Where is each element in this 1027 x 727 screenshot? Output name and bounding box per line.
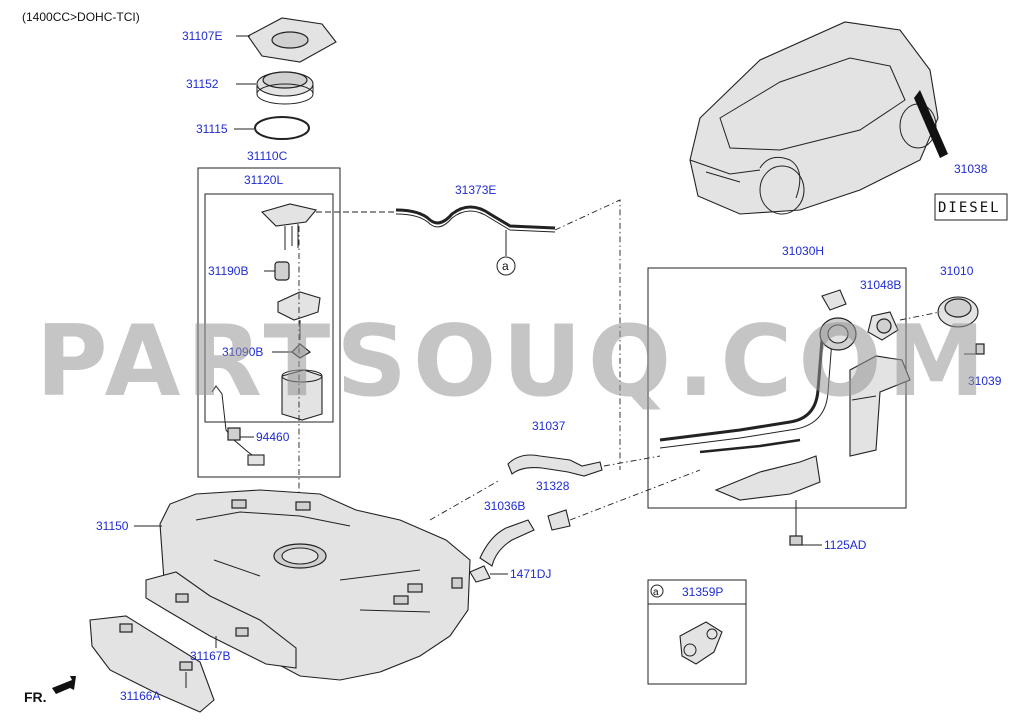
part-filler-plate-drawing (867, 311, 899, 341)
part-fuel-cap-drawing (937, 296, 979, 328)
inset-marker-a: a (653, 587, 659, 598)
label-31036b: 31036B (484, 499, 525, 513)
part-clip-drawing (679, 621, 723, 665)
label-31115: 31115 (196, 122, 228, 136)
pump-module-box (204, 193, 334, 423)
front-arrow-icon (52, 676, 76, 694)
part-vent-hose-drawing (395, 205, 556, 233)
label-31090b: 31090B (222, 345, 263, 359)
part-pump-reservoir-drawing (281, 369, 323, 421)
part-pump-bracket-drawing (277, 291, 321, 340)
part-clamp-drawing (469, 509, 571, 583)
label-31167b: 31167B (190, 649, 230, 663)
label-31048b: 31048B (860, 278, 901, 292)
label-31030h: 31030H (782, 244, 824, 258)
label-31037: 31037 (532, 419, 566, 433)
diesel-badge: DIESEL (938, 200, 1001, 216)
label-31120l: 31120L (244, 173, 283, 187)
label-31038: 31038 (954, 162, 988, 176)
pump-assembly-box (197, 167, 341, 478)
part-bracket-cover-drawing (714, 455, 821, 501)
part-cover-plate-drawing (247, 17, 337, 63)
label-31039: 31039 (968, 374, 1002, 388)
label-31150: 31150 (96, 519, 129, 533)
diesel-badge-frame (934, 193, 1008, 221)
part-filler-neck-drawing (659, 289, 857, 454)
front-direction-label: FR. (24, 689, 47, 705)
vehicle-illustration (689, 21, 948, 215)
part-screw-drawing (964, 343, 985, 355)
inset-detail-box (647, 579, 747, 685)
part-pump-flange-drawing (260, 203, 317, 250)
part-level-sender-drawing (211, 385, 265, 466)
callout-marker-a: a (502, 259, 509, 273)
label-31110c: 31110C (247, 149, 288, 163)
label-31107e: 31107E (182, 29, 222, 43)
label-31152: 31152 (186, 77, 219, 91)
part-regulator-drawing (264, 261, 290, 281)
label-1125ad: 1125AD (824, 538, 867, 552)
label-31190b: 31190B (208, 264, 248, 278)
label-94460: 94460 (256, 430, 290, 444)
label-31373e: 31373E (455, 183, 496, 197)
label-1471dj: 1471DJ (510, 567, 551, 581)
part-filler-housing-drawing (849, 355, 911, 457)
filler-neck-box (647, 267, 907, 509)
part-gasket-drawing (254, 116, 310, 140)
part-heat-protector-a-drawing (89, 615, 215, 713)
label-31010: 31010 (940, 264, 974, 278)
part-bolt-drawing (789, 535, 822, 546)
engine-note: (1400CC>DOHC-TCI) (22, 10, 140, 24)
label-31359p: 31359P (682, 585, 723, 599)
part-filler-hose-drawing (507, 454, 603, 477)
label-31328: 31328 (536, 479, 570, 493)
part-vent-hose-short-drawing (479, 519, 535, 567)
part-lock-ring-drawing (256, 71, 314, 105)
part-heat-protector-b-drawing (145, 571, 297, 669)
part-filter-seat-drawing (272, 343, 312, 359)
label-31166a: 31166A (120, 689, 160, 703)
